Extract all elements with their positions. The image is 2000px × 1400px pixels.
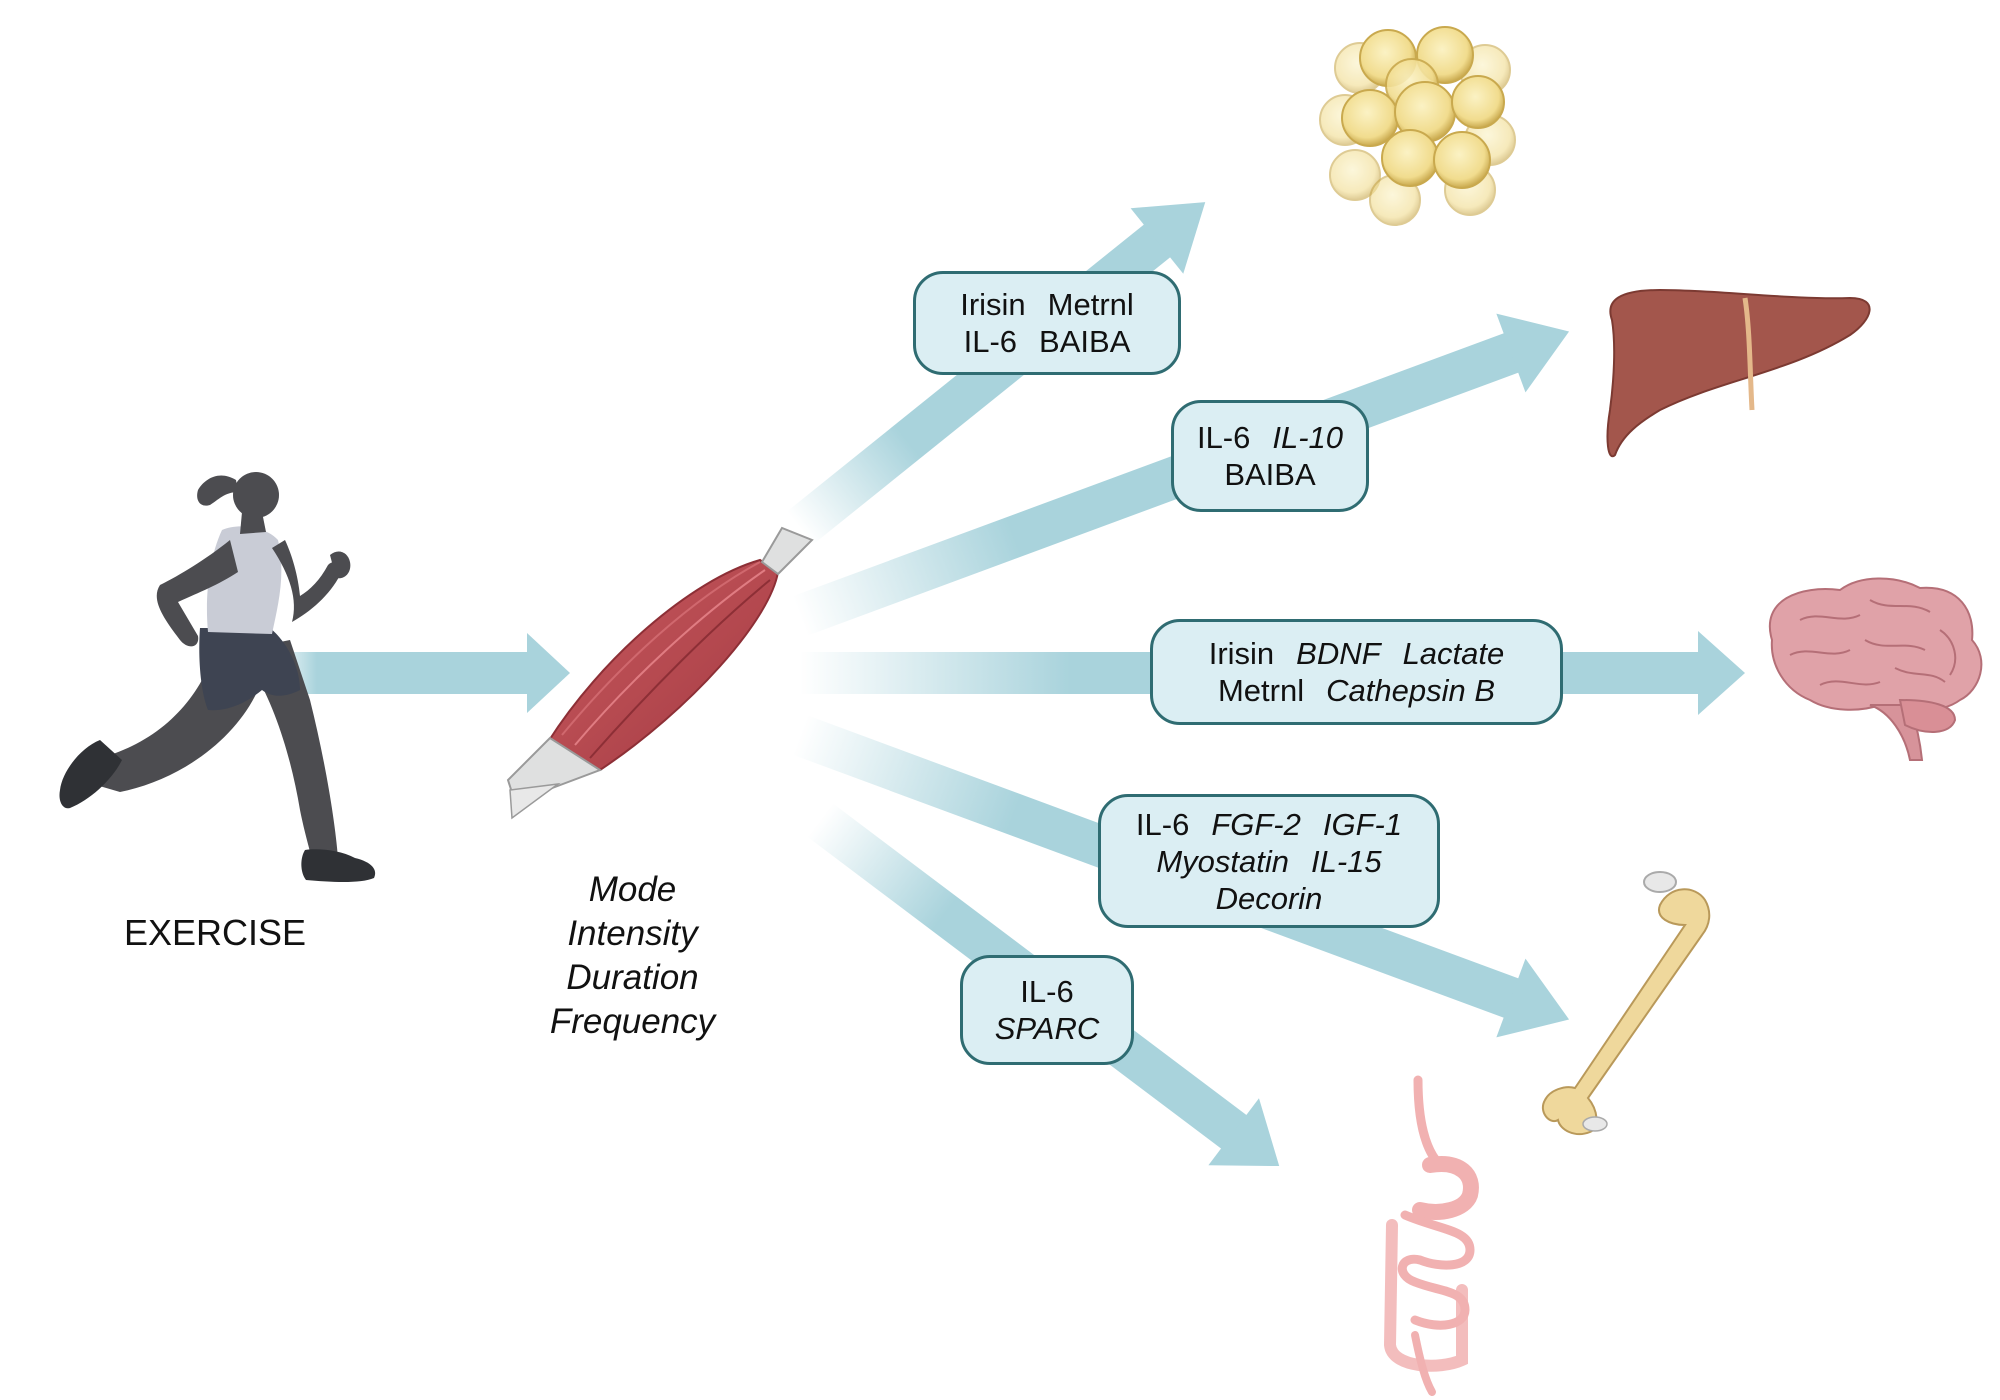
bone-line: Decorin bbox=[1101, 880, 1437, 917]
modifier-duration: Duration bbox=[566, 958, 699, 997]
brain-icon bbox=[1769, 577, 1983, 761]
adipose-tissue-icon bbox=[1319, 26, 1516, 226]
myokine-term: Lactate bbox=[1402, 636, 1505, 671]
myokine-term: IL-6 bbox=[1196, 420, 1251, 455]
myokine-term: IL-15 bbox=[1311, 843, 1382, 879]
brain-line: Irisin BDNF Lactate bbox=[1153, 635, 1560, 672]
myokine-term: FGF-2 bbox=[1211, 806, 1301, 842]
bone-line: IL-6 FGF-2 IGF-1 bbox=[1101, 806, 1437, 843]
intestine-icon bbox=[1383, 1075, 1479, 1396]
myokine-term: Metrnl bbox=[1217, 673, 1305, 708]
bone-icon bbox=[1541, 871, 1711, 1136]
exercise-modifiers: Mode Intensity Duration Frequency bbox=[500, 868, 765, 1044]
liver-line: IL-6 IL-10 bbox=[1174, 419, 1366, 456]
brain-line: Metrnl Cathepsin B bbox=[1153, 672, 1560, 709]
myokine-term: IL-6 bbox=[1135, 806, 1190, 842]
myokine-term: IGF-1 bbox=[1322, 806, 1403, 842]
myokine-term: Decorin bbox=[1215, 880, 1323, 916]
liver-line: BAIBA bbox=[1174, 456, 1366, 493]
bone-line: Myostatin IL-15 bbox=[1101, 843, 1437, 880]
myokine-term: Myostatin bbox=[1156, 843, 1289, 879]
myokine-term: BAIBA bbox=[1224, 457, 1316, 492]
myokine-term: IL-6 bbox=[963, 324, 1018, 359]
adipose-line: IL-6 BAIBA bbox=[916, 323, 1178, 360]
runner-icon bbox=[59, 472, 376, 882]
myokine-term: Irisin bbox=[1208, 636, 1275, 671]
myokine-term: Metrnl bbox=[1047, 287, 1134, 322]
gut-line: SPARC bbox=[963, 1010, 1131, 1047]
modifier-intensity: Intensity bbox=[567, 914, 698, 953]
myokine-term: BAIBA bbox=[1039, 324, 1131, 359]
exercise-label: EXERCISE bbox=[123, 912, 307, 953]
myokine-term: SPARC bbox=[994, 1011, 1100, 1046]
myokine-term: BDNF bbox=[1296, 636, 1381, 671]
skeletal-muscle-icon bbox=[506, 526, 814, 820]
myokine-term: Irisin bbox=[960, 287, 1026, 322]
myokine-term: IL-10 bbox=[1272, 420, 1344, 455]
myokine-term: IL-6 bbox=[1020, 974, 1074, 1009]
modifier-frequency: Frequency bbox=[549, 1002, 716, 1041]
gut-line: IL-6 bbox=[963, 973, 1131, 1010]
exercise-arrow bbox=[270, 633, 570, 713]
modifier-mode: Mode bbox=[588, 870, 677, 909]
adipose-line: Irisin Metrnl bbox=[916, 286, 1178, 323]
myokine-term: Cathepsin B bbox=[1326, 673, 1496, 708]
liver-icon bbox=[1606, 288, 1871, 458]
